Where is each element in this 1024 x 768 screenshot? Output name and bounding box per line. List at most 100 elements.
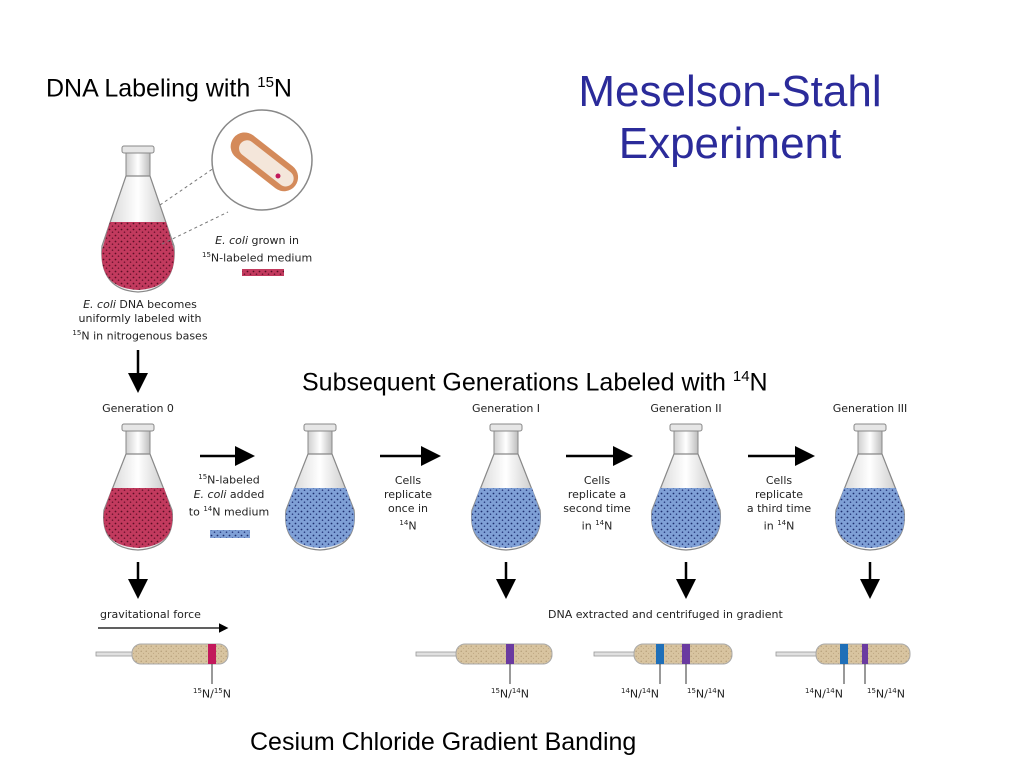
band-label-gen2-hybrid: 15N/14N	[678, 684, 734, 702]
ecoli-italic: E. coli	[193, 487, 227, 501]
heading-text: DNA Labeling with	[46, 74, 258, 103]
band-label-gen2-light: 14N/14N	[612, 684, 668, 702]
generation-label-3: Generation III	[832, 402, 908, 415]
isotope-symbol: N	[834, 687, 843, 701]
band-label-gen0: 15N/15N	[184, 684, 240, 702]
isotope-mass: 14	[511, 687, 521, 695]
heading-isotope-mass: 14	[732, 368, 750, 385]
step-line-4a: in	[763, 519, 778, 533]
generation-label-1: Generation I	[471, 402, 541, 415]
isotope-symbol: N	[716, 687, 725, 701]
step-line-2: replicate	[754, 488, 803, 501]
transfer-line-2: added	[226, 487, 265, 501]
band-label-gen1: 15N/14N	[482, 684, 538, 702]
isotope-mass: 14	[641, 687, 651, 695]
isotope-mass: 14	[887, 687, 897, 695]
isotope-mass: 15	[490, 687, 500, 695]
ecoli-italic: E. coli	[83, 298, 116, 311]
light-medium-swatch	[210, 530, 250, 538]
heavy-medium-swatch	[242, 269, 284, 276]
isotope-mass: 15	[72, 329, 82, 337]
heading-isotope-mass: 15	[257, 74, 274, 91]
transfer-line-3b: N medium	[212, 505, 270, 519]
heading-cesium-chloride: Cesium Chloride Gradient Banding	[250, 728, 637, 756]
band-label-gen3-light: 14N/14N	[796, 684, 852, 702]
isotope-symbol: N/	[813, 687, 826, 701]
heading-text: Subsequent Generations Labeled with	[302, 368, 733, 397]
centrifuge-tube-gen2	[593, 643, 733, 684]
isotope-mass: 14	[777, 519, 787, 527]
isotope-mass: 14	[804, 687, 814, 695]
isotope-mass: 14	[399, 519, 409, 527]
isotope-symbol: N	[222, 687, 231, 701]
extraction-label: DNA extracted and centrifuged in gradien…	[548, 608, 783, 621]
isotope-mass: 15	[202, 251, 211, 259]
isotope-symbol: N	[650, 687, 659, 701]
step-line-2: replicate a	[567, 488, 627, 501]
step-line-4b: N	[786, 519, 795, 533]
step-line-1: Cells	[394, 474, 422, 487]
isotope-symbol: N	[896, 687, 905, 701]
callout-label: E. coli grown in 15N-labeled medium	[202, 234, 312, 266]
isotope-symbol: N/	[201, 687, 214, 701]
gravity-label: gravitational force	[100, 608, 201, 621]
step-line-3: once in	[387, 502, 429, 515]
top-flask	[101, 145, 175, 293]
callout-text-2: N-labeled medium	[210, 251, 313, 265]
flask-generation-3	[835, 423, 905, 551]
isotope-symbol: N/	[499, 687, 512, 701]
step-line-1: Cells	[765, 474, 793, 487]
isotope-mass: 14	[825, 687, 835, 695]
step-line-3: a third time	[746, 502, 812, 515]
ecoli-italic: E. coli	[215, 234, 249, 247]
heading-isotope-symbol: N	[749, 368, 768, 397]
isotope-mass: 15	[213, 687, 223, 695]
callout-magnifier	[159, 109, 313, 245]
step-line-3: second time	[563, 502, 631, 515]
isotope-mass: 14	[595, 519, 605, 527]
isotope-mass: 15	[866, 687, 876, 695]
isotope-mass-2: 14	[203, 504, 213, 513]
transfer-line-1: N-labeled	[207, 473, 260, 487]
flask-generation-1	[471, 423, 541, 551]
step-label-1: Cells replicate once in 14N	[368, 474, 448, 534]
transfer-line-3a: to	[188, 505, 204, 519]
flask-transfer	[285, 423, 355, 551]
isotope-symbol: N	[520, 687, 529, 701]
note-line-3: N in nitrogenous bases	[81, 329, 208, 343]
isotope-symbol: N/	[695, 687, 708, 701]
heading-subsequent-generations: Subsequent Generations Labeled with 14N	[302, 368, 768, 397]
title-line-1: Meselson-Stahl	[578, 67, 882, 116]
generation-label-2: Generation II	[650, 402, 722, 415]
title-line-2: Experiment	[618, 119, 842, 168]
note-line-2: uniformly labeled with	[78, 312, 202, 325]
centrifuge-tube-gen1	[415, 643, 553, 684]
transfer-label: 15N-labeled E. coli added to 14N medium	[176, 470, 282, 519]
labeled-dna-note: E. coli DNA becomes uniformly labeled wi…	[60, 298, 220, 344]
isotope-mass: 15	[686, 687, 696, 695]
isotope-mass: 15	[192, 687, 202, 695]
step-label-2: Cells replicate a second time in 14N	[554, 474, 640, 534]
heading-dna-labeling: DNA Labeling with 15N	[46, 74, 292, 103]
step-line-1: Cells	[583, 474, 611, 487]
isotope-symbol: N/	[875, 687, 888, 701]
slide-title: Meselson-Stahl Experiment	[520, 66, 940, 170]
step-line-4: N	[408, 519, 417, 533]
band-label-gen3-hybrid: 15N/14N	[858, 684, 914, 702]
isotope-symbol: N/	[629, 687, 642, 701]
callout-text: grown in	[248, 234, 300, 247]
isotope-mass: 15	[198, 473, 208, 481]
step-line-4a: in	[581, 519, 596, 533]
step-line-2: replicate	[383, 488, 432, 501]
flask-generation-0	[103, 423, 173, 551]
step-label-3: Cells replicate a third time in 14N	[736, 474, 822, 534]
isotope-mass: 14	[620, 687, 630, 695]
centrifuge-tube-gen0	[95, 643, 229, 684]
note-line-1: DNA becomes	[115, 298, 197, 311]
isotope-mass: 14	[707, 687, 717, 695]
heading-isotope-symbol: N	[273, 74, 292, 103]
step-line-4b: N	[604, 519, 613, 533]
centrifuge-tube-gen3	[775, 643, 911, 684]
flask-generation-2	[651, 423, 721, 551]
